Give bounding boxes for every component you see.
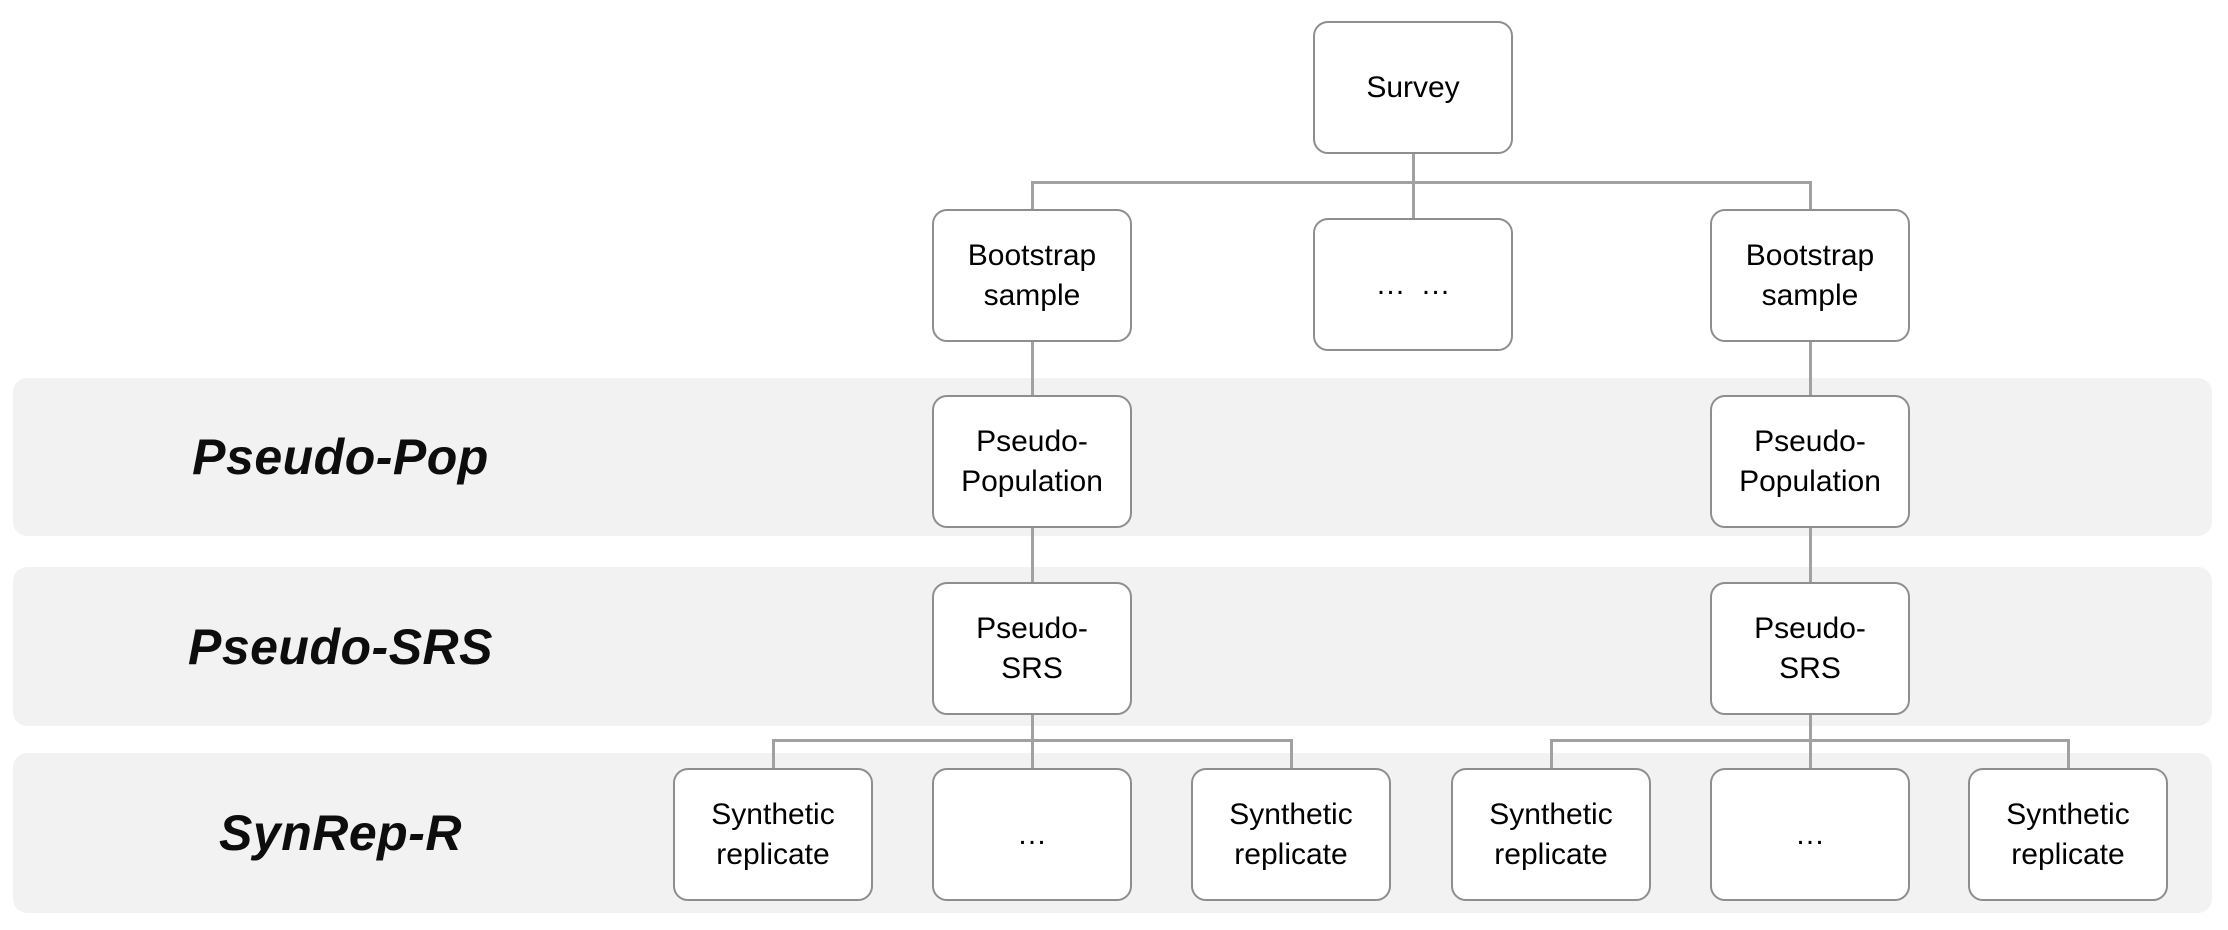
node-bootstrap-sample-left: Bootstrap sample: [932, 209, 1132, 342]
node-synthetic-replicate-4: Synthetic replicate: [1968, 768, 2168, 901]
connector-ppop-to-psrs-right: [1809, 528, 1812, 582]
connector-stub-bootstrap-left: [1031, 181, 1034, 209]
node-synthetic-replicate-3: Synthetic replicate: [1451, 768, 1651, 901]
connector-stub-bootstrap-right: [1809, 181, 1812, 209]
connector-survey-down: [1412, 154, 1415, 183]
connector-bootstrap-to-ppop-right: [1809, 342, 1812, 395]
node-right-group-ellipsis: …: [1710, 768, 1910, 901]
connector-bootstrap-to-ppop-left: [1031, 342, 1034, 395]
connector-ppop-to-psrs-left: [1031, 528, 1034, 582]
band-label-synrep-r: SynRep-R: [219, 805, 462, 861]
node-pseudo-population-right: Pseudo- Population: [1710, 395, 1910, 528]
node-bootstrap-sample-right: Bootstrap sample: [1710, 209, 1910, 342]
connector-stub-syn-1: [772, 739, 775, 768]
band-label-pseudo-srs: Pseudo-SRS: [187, 618, 494, 675]
band-label-pseudo-pop: Pseudo-Pop: [192, 429, 489, 485]
connector-psrs-down-left: [1031, 715, 1034, 768]
connector-stub-syn-6: [2067, 739, 2070, 768]
node-synthetic-replicate-1: Synthetic replicate: [673, 768, 873, 901]
node-pseudo-srs-right: Pseudo- SRS: [1710, 582, 1910, 715]
connector-stub-row2-ellipsis: [1412, 181, 1415, 218]
node-pseudo-population-left: Pseudo- Population: [932, 395, 1132, 528]
connector-stub-syn-3: [1290, 739, 1293, 768]
connector-stub-syn-4: [1550, 739, 1553, 768]
node-row2-ellipsis: … …: [1313, 218, 1513, 351]
connector-psrs-down-right: [1809, 715, 1812, 768]
connector-left-group-horizontal: [772, 739, 1292, 742]
node-pseudo-srs-left: Pseudo- SRS: [932, 582, 1132, 715]
connector-right-group-horizontal: [1550, 739, 2069, 742]
node-left-group-ellipsis: …: [932, 768, 1132, 901]
node-survey: Survey: [1313, 21, 1513, 154]
connector-top-horizontal: [1031, 181, 1811, 184]
node-synthetic-replicate-2: Synthetic replicate: [1191, 768, 1391, 901]
